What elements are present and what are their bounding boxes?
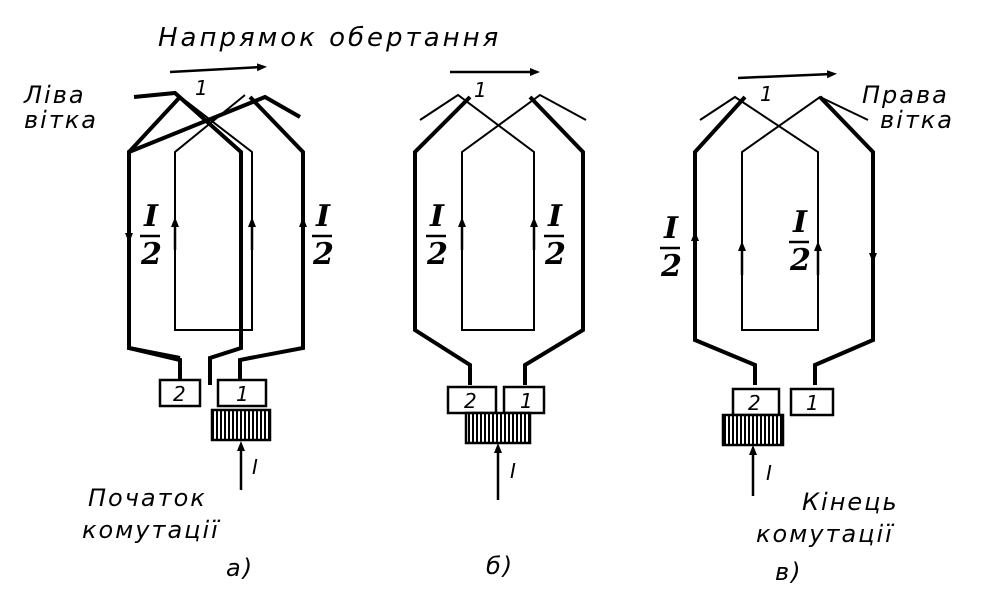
start-commutation-label-line2: комутації — [82, 516, 221, 544]
panel-caption: в) — [775, 558, 803, 586]
right-branch-label-line2: вітка — [880, 106, 954, 134]
commutator-segment-1 — [789, 387, 835, 417]
left-branch-label-line1: Ліва — [23, 81, 86, 109]
left-branch-label-line2: вітка — [24, 106, 98, 134]
half-current-numerator: I — [429, 199, 445, 234]
right-branch-label-line1: Права — [862, 81, 949, 109]
half-current-numerator: I — [547, 199, 563, 234]
half-current-numerator: I — [315, 199, 331, 234]
coil-outer-frame — [813, 95, 875, 385]
coil-outer-frame — [693, 95, 757, 385]
half-current-denominator: 2 — [312, 237, 334, 272]
panel-c: 1 I 2 I 2 2 1 I Кінець комутації в) — [660, 70, 899, 586]
brush — [464, 411, 532, 445]
coil-inner — [419, 93, 587, 331]
segment-1-label: 1 — [236, 382, 249, 406]
end-commutation-label-line2: комутації — [756, 520, 895, 548]
coil-outer-frame — [413, 95, 472, 385]
panel-b: 1 I 2 I 2 2 1 I б) — [413, 68, 587, 580]
panel-caption: б) — [486, 552, 514, 580]
coil-outer-frame — [127, 95, 182, 360]
segment-2-label: 2 — [173, 382, 186, 406]
half-current-denominator: 2 — [660, 249, 682, 284]
commutator-segment-2 — [446, 385, 498, 415]
coil-outer-frame — [238, 95, 305, 385]
segment-2-label: 2 — [464, 389, 477, 413]
brush — [721, 413, 785, 447]
rotation-arrow — [737, 70, 837, 80]
current-label: I — [510, 459, 516, 483]
start-commutation-label-line1: Початок — [88, 484, 207, 512]
brush — [210, 408, 272, 442]
segment-2-label: 2 — [748, 391, 761, 415]
current-label: I — [252, 455, 258, 479]
half-current-numerator: I — [792, 205, 808, 240]
commutator-segment-1 — [502, 385, 546, 415]
segment-1-label: 1 — [520, 389, 533, 413]
half-current-denominator: 2 — [789, 243, 811, 278]
coil-outer — [133, 90, 243, 385]
panel-a: 1 I 2 I 2 2 1 I Початок комутації а) — [82, 63, 334, 582]
half-current-denominator: 2 — [544, 237, 566, 272]
conductor-label: 1 — [195, 76, 208, 100]
panel-caption: а) — [226, 554, 254, 582]
half-current-numerator: I — [143, 199, 159, 234]
half-current-numerator: I — [663, 211, 679, 246]
half-current-denominator: 2 — [140, 237, 162, 272]
rotation-direction-title: Напрямок обертання — [158, 23, 501, 53]
commutator-segment-2 — [158, 378, 202, 408]
rotation-arrow — [169, 63, 267, 74]
end-commutation-label-line1: Кінець — [802, 488, 899, 516]
conductor-label: 1 — [474, 78, 487, 102]
half-current-denominator: 2 — [426, 237, 448, 272]
current-label: I — [766, 461, 772, 485]
segment-1-label: 1 — [806, 391, 819, 415]
commutator-segment-1 — [216, 378, 268, 408]
coil-inner — [699, 95, 869, 331]
coil-outer-frame — [523, 95, 585, 385]
coil-inner — [174, 94, 253, 331]
conductor-label: 1 — [760, 82, 773, 106]
